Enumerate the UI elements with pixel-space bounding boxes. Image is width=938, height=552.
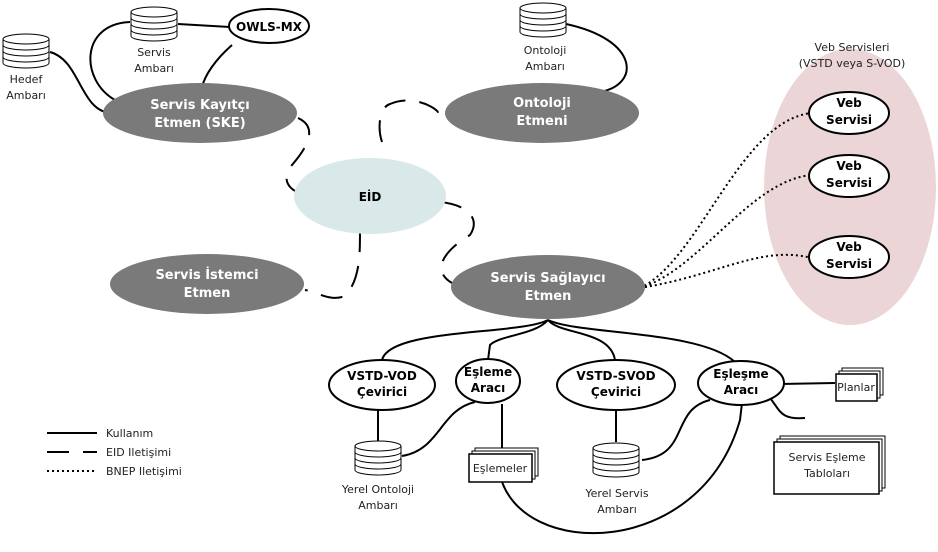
web-service-1-sublabel: Servisi bbox=[826, 113, 872, 127]
document-plans: Planlar bbox=[835, 367, 884, 402]
eid-edges bbox=[285, 99, 475, 299]
agent-ske-sublabel: Etmen (SKE) bbox=[154, 116, 245, 131]
vstd-vod-sublabel: Çevirici bbox=[357, 385, 407, 399]
node-matcher-2: Eşleşme Aracı bbox=[697, 360, 785, 406]
local-service-repo-label: Yerel Servis bbox=[584, 487, 648, 500]
database-local-ontology-repo: Yerel Ontoloji Ambarı bbox=[341, 440, 414, 512]
service-repo-sublabel: Ambarı bbox=[134, 62, 174, 75]
matcher-1-label: Eşleme bbox=[464, 365, 512, 379]
match-tables-label: Servis Eşleme bbox=[788, 451, 865, 464]
bnep-edges bbox=[639, 112, 813, 289]
legend: Kullanım EID Iletişimi BNEP Iletişimi bbox=[47, 427, 182, 478]
vstd-svod-sublabel: Çevirici bbox=[591, 385, 641, 399]
goal-repo-label: Hedef bbox=[10, 73, 44, 86]
plans-label: Planlar bbox=[837, 381, 875, 394]
vstd-vod-label: VSTD-VOD bbox=[347, 369, 417, 383]
web-service-2-sublabel: Servisi bbox=[826, 176, 872, 190]
owls-mx-label: OWLS-MX bbox=[236, 20, 303, 34]
agent-provider: Servis Sağlayıcı Etmen bbox=[451, 255, 645, 319]
document-match-tables: Servis Eşleme Tabloları bbox=[773, 435, 886, 495]
database-ontology-repo: Ontoloji Ambarı bbox=[519, 2, 567, 73]
agent-ske-label: Servis Kayıtçı bbox=[150, 98, 250, 113]
web-services-group-label: Veb Servisleri bbox=[815, 41, 890, 54]
usage-edges bbox=[49, 21, 836, 535]
web-services-group-sublabel: (VSTD veya S-VOD) bbox=[799, 57, 906, 70]
matcher-2-label: Eşleşme bbox=[713, 367, 768, 381]
database-service-repo: Servis Ambarı bbox=[130, 6, 178, 75]
agent-provider-label: Servis Sağlayıcı bbox=[490, 271, 605, 286]
goal-repo-sublabel: Ambarı bbox=[6, 89, 46, 102]
agent-eid-label: EİD bbox=[359, 189, 382, 204]
legend-eid-label: EID Iletişimi bbox=[106, 446, 171, 459]
node-vstd-svod: VSTD-SVOD Çevirici bbox=[556, 359, 676, 411]
node-web-service-2: Veb Servisi bbox=[808, 154, 890, 198]
service-repo-label: Servis bbox=[137, 46, 171, 59]
matcher-2-sublabel: Aracı bbox=[724, 383, 759, 397]
agent-provider-sublabel: Etmen bbox=[525, 289, 572, 304]
agent-ontology-label: Ontoloji bbox=[513, 96, 571, 111]
node-vstd-vod: VSTD-VOD Çevirici bbox=[328, 359, 436, 411]
node-owls-mx: OWLS-MX bbox=[228, 8, 310, 44]
match-tables-sublabel: Tabloları bbox=[803, 467, 850, 480]
legend-usage-label: Kullanım bbox=[106, 427, 153, 440]
agent-ske: Servis Kayıtçı Etmen (SKE) bbox=[103, 83, 297, 143]
web-service-2-label: Veb bbox=[836, 159, 862, 173]
agent-client-label: Servis İstemci bbox=[155, 267, 258, 283]
agent-client: Servis İstemci Etmen bbox=[110, 254, 304, 314]
agent-ontology-sublabel: Etmeni bbox=[516, 114, 567, 129]
agent-client-sublabel: Etmen bbox=[184, 286, 231, 301]
vstd-svod-label: VSTD-SVOD bbox=[576, 369, 655, 383]
matcher-1-sublabel: Aracı bbox=[471, 381, 506, 395]
local-ontology-repo-sublabel: Ambarı bbox=[358, 499, 398, 512]
local-ontology-repo-label: Yerel Ontoloji bbox=[341, 483, 414, 496]
web-service-3-label: Veb bbox=[836, 240, 862, 254]
local-service-repo-sublabel: Ambarı bbox=[597, 503, 637, 516]
database-local-service-repo: Yerel Servis Ambarı bbox=[584, 442, 649, 516]
node-web-service-1: Veb Servisi bbox=[808, 91, 890, 135]
ontology-repo-label: Ontoloji bbox=[524, 44, 567, 57]
document-matches: Eşlemeler bbox=[468, 447, 539, 483]
legend-bnep-label: BNEP Iletişimi bbox=[106, 465, 182, 478]
ontology-repo-sublabel: Ambarı bbox=[525, 60, 565, 73]
web-service-1-label: Veb bbox=[836, 96, 862, 110]
agent-eid: EİD bbox=[294, 158, 446, 234]
agent-ontology: Ontoloji Etmeni bbox=[445, 83, 639, 143]
matches-label: Eşlemeler bbox=[473, 462, 528, 475]
node-web-service-3: Veb Servisi bbox=[808, 235, 890, 279]
database-goal-repo: Hedef Ambarı bbox=[2, 33, 50, 102]
web-service-3-sublabel: Servisi bbox=[826, 257, 872, 271]
node-matcher-1: Eşleme Aracı bbox=[455, 358, 521, 404]
